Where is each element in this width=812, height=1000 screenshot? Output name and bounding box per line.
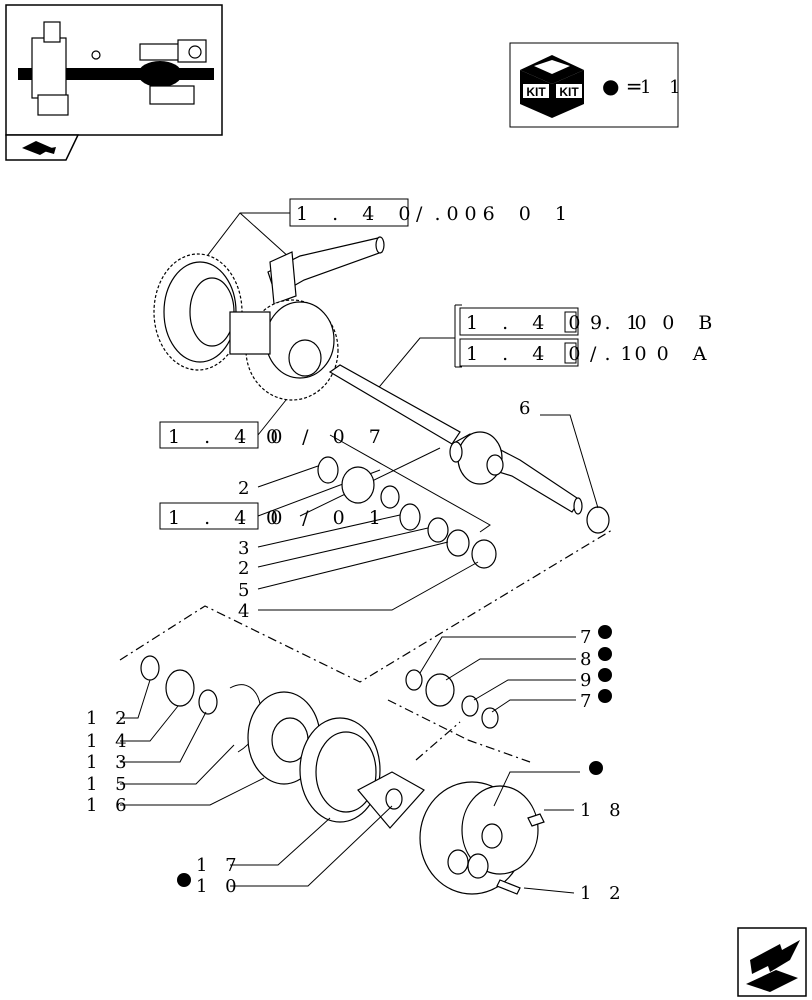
callout-7: 7 (580, 627, 597, 648)
reference-1-40-0-09-10b[interactable]: 1 . 4 0 . 0 9 1 0 B (454, 304, 721, 368)
reference-box-text: 1 . 4 0 . 0 (466, 343, 656, 365)
kit-bullet (177, 873, 191, 887)
callout-6: 6 (519, 398, 536, 419)
callout-9: 9 (580, 670, 597, 691)
reference-leaders (197, 212, 491, 533)
kit-bullets (177, 625, 612, 887)
callout-12: 1 2 (86, 708, 133, 729)
callout-18: 1 8 (580, 800, 627, 821)
callout-labels: 6 2 3 2 5 4 7 8 9 7 1 2 1 4 1 3 1 5 1 6 … (86, 398, 627, 904)
kit-box-icon: KIT KIT (520, 55, 584, 118)
planet-carrier (419, 781, 545, 895)
kit-legend: KIT KIT ● = 1 1 (509, 42, 687, 128)
axle-thumbnail-icon[interactable] (5, 4, 223, 136)
crown-wheel (153, 253, 243, 371)
reference-tail-text: / 0 6 0 1 (416, 203, 576, 225)
book-tab-icon[interactable] (5, 134, 80, 161)
reference-tail-text: 9 1 0 B (590, 312, 721, 334)
kit-bullet (598, 689, 612, 703)
differential-housing (229, 299, 339, 401)
callout-4: 4 (238, 601, 255, 622)
reference-tail-text: 0 / 0 7 (266, 426, 390, 448)
callout-2: 2 (238, 478, 255, 499)
callout-5: 5 (238, 580, 255, 601)
reference-1-40-0-01[interactable]: 1 . 4 0 0 / 0 1 (159, 502, 390, 530)
assembly-boundaries (119, 529, 613, 763)
callout-7: 7 (580, 691, 597, 712)
bevel-pinion-shaft (267, 236, 385, 305)
callout-17: 1 7 (196, 855, 243, 876)
reference-1-40-0-10a[interactable]: 1 . 4 0 . 0 / 1 0 A (459, 338, 715, 367)
kit-bullet (589, 761, 603, 775)
callout-10: 1 0 (196, 876, 243, 897)
axle-shaft (328, 364, 583, 515)
kit-bullet (598, 668, 612, 682)
reference-1-40-0-06-01[interactable]: 1 . 4 0 . 0 / 0 6 0 1 (289, 198, 576, 227)
callout-13: 1 3 (86, 752, 133, 773)
reference-tail-text: / 1 0 A (590, 343, 715, 365)
callout-3: 3 (238, 538, 255, 559)
small-gear-parts (405, 669, 499, 729)
kit-legend-value: 1 1 (640, 77, 687, 98)
kit-label-left: KIT (526, 85, 546, 99)
reference-box-text: 1 . 4 0 (168, 507, 291, 529)
kit-bullet (598, 647, 612, 661)
callout-16: 1 6 (86, 795, 133, 816)
reference-box-text: 1 . 4 0 (168, 426, 291, 448)
callout-8: 8 (580, 649, 597, 670)
reference-tail-text: 0 / 0 1 (266, 507, 390, 529)
reference-box-text: 1 . 4 0 . 0 (296, 203, 486, 225)
callout-14: 1 4 (86, 731, 133, 752)
upper-bearing-parts (317, 456, 610, 569)
callout-12: 1 2 (580, 883, 627, 904)
callout-2: 2 (238, 558, 255, 579)
callout-leaders (120, 414, 599, 894)
reference-1-40-0-07[interactable]: 1 . 4 0 0 / 0 7 (159, 421, 390, 449)
callout-15: 1 5 (86, 774, 133, 795)
kit-legend-symbol: ● = (602, 74, 643, 98)
reference-box-text: 1 . 4 0 . 0 (466, 312, 656, 334)
planetary-parts (140, 655, 425, 829)
kit-bullet (598, 625, 612, 639)
next-page-arrow-icon[interactable] (737, 927, 807, 997)
kit-label-right: KIT (559, 85, 579, 99)
